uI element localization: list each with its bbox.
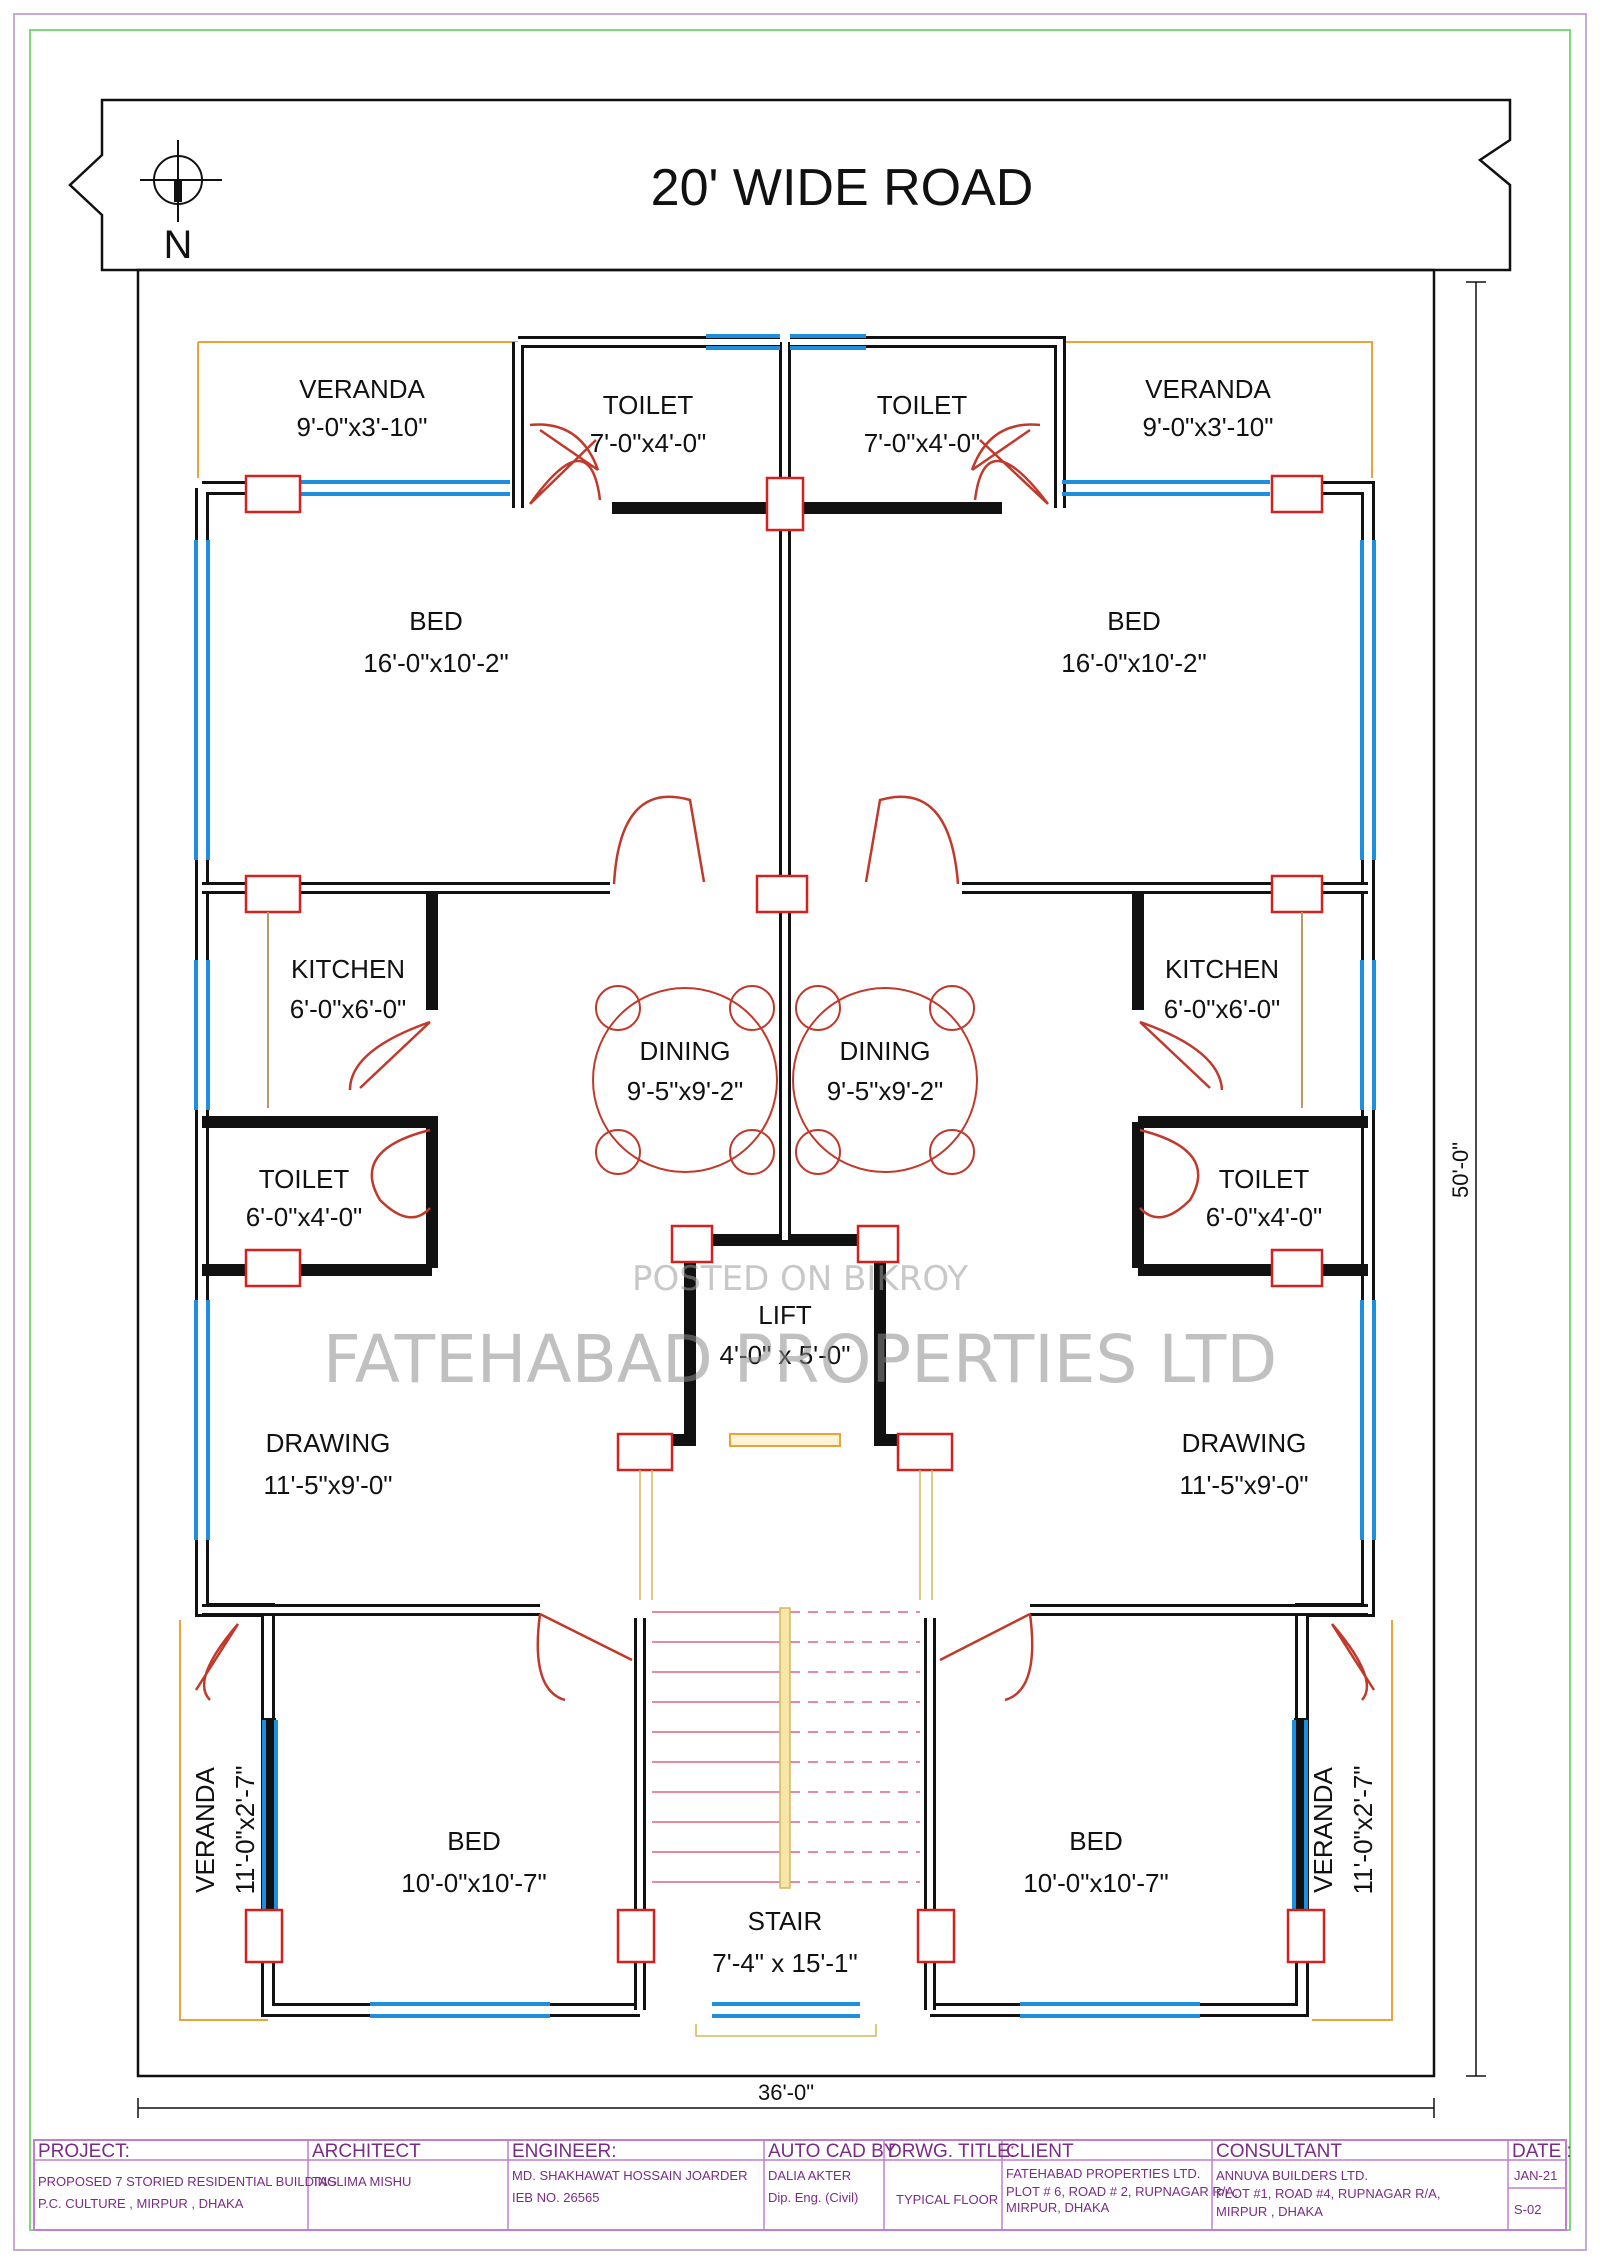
door-swings	[194, 423, 1376, 1702]
lift-name: LIFT	[758, 1300, 812, 1330]
client-line3: MIRPUR, DHAKA	[1006, 2200, 1110, 2215]
stair-name: STAIR	[748, 1906, 823, 1936]
depth-dimension: 50'-0"	[1448, 1142, 1473, 1198]
toilet-tr-name: TOILET	[877, 390, 968, 420]
bed-tr-name: BED	[1107, 606, 1160, 636]
client-header: CLIENT	[1006, 2141, 1074, 2162]
consultant-line3: MIRPUR , DHAKA	[1216, 2204, 1323, 2219]
kitchen-r-name: KITCHEN	[1165, 954, 1279, 984]
veranda-tr-size: 9'-0"x3'-10"	[1142, 412, 1273, 442]
dining-l-size: 9'-5"x9'-2"	[627, 1076, 744, 1106]
bed-tr-size: 16'-0"x10'-2"	[1061, 648, 1206, 678]
plot-boundary	[136, 268, 1436, 2078]
drawing-title-line1: TYPICAL FLOOR	[896, 2192, 998, 2207]
toilet-ml-name: TOILET	[259, 1164, 350, 1194]
consultant-header: CONSULTANT	[1216, 2141, 1342, 2162]
bed-bl-size: 10'-0"x10'-7"	[401, 1868, 546, 1898]
toilet-tr-size: 7'-0"x4'-0"	[864, 428, 981, 458]
client-line1: FATEHABAD PROPERTIES LTD.	[1006, 2166, 1200, 2181]
columns	[244, 474, 1326, 1964]
watermark-line2: FATEHABAD PROPERTIES LTD	[323, 1321, 1277, 1398]
architect-header: ARCHITECT	[312, 2141, 421, 2162]
title-block: PROJECT: PROPOSED 7 STORIED RESIDENTIAL …	[33, 2139, 1572, 2231]
drawing-l-size: 11'-5"x9'-0"	[263, 1470, 392, 1500]
toilet-tl-name: TOILET	[603, 390, 694, 420]
autocad-header: AUTO CAD BY	[768, 2141, 897, 2162]
date-header: DATE :	[1512, 2141, 1572, 2162]
autocad-line1: DALIA AKTER	[768, 2168, 851, 2183]
date-line1: JAN-21	[1514, 2168, 1557, 2183]
stair-treads	[639, 1470, 933, 2037]
autocad-line2: Dip. Eng. (Civil)	[768, 2190, 858, 2205]
bed-br-name: BED	[1069, 1826, 1122, 1856]
dining-r-size: 9'-5"x9'-2"	[827, 1076, 944, 1106]
engineer-line2: IEB NO. 26565	[512, 2190, 599, 2205]
client-line2: PLOT # 6, ROAD # 2, RUPNAGAR R/A,	[1006, 2184, 1238, 2199]
veranda-outlines	[179, 341, 1393, 2021]
drawing-r-size: 11'-5"x9'-0"	[1179, 1470, 1308, 1500]
project-line1: PROPOSED 7 STORIED RESIDENTIAL BUILDING	[38, 2174, 337, 2189]
dining-r-name: DINING	[840, 1036, 931, 1066]
dimension-width: 36'-0"	[137, 2080, 1435, 2118]
veranda-br-size: 11'-0"x2'-7"	[1348, 1765, 1378, 1894]
project-header: PROJECT:	[38, 2141, 130, 2162]
dining-table-right	[792, 985, 978, 1175]
windows	[194, 334, 1376, 2018]
kitchen-counters	[267, 912, 1303, 1108]
veranda-bl-name: VERANDA	[190, 1766, 220, 1892]
bed-br-size: 10'-0"x10'-7"	[1023, 1868, 1168, 1898]
dining-table-left	[592, 985, 778, 1175]
kitchen-l-name: KITCHEN	[291, 954, 405, 984]
veranda-tl-size: 9'-0"x3'-10"	[296, 412, 427, 442]
dimension-depth: 50'-0"	[1448, 281, 1486, 2077]
bed-tl-name: BED	[409, 606, 462, 636]
bed-bl-name: BED	[447, 1826, 500, 1856]
drawing-l-name: DRAWING	[266, 1428, 391, 1458]
engineer-line1: MD. SHAKHAWAT HOSSAIN JOARDER	[512, 2168, 747, 2183]
veranda-br-name: VERANDA	[1308, 1766, 1338, 1892]
toilet-tl-size: 7'-0"x4'-0"	[590, 428, 707, 458]
drawing-title-header: DRWG. TITLE:	[888, 2141, 1015, 2162]
width-dimension: 36'-0"	[758, 2080, 814, 2105]
lift-door	[729, 1433, 841, 1447]
north-label: N	[164, 223, 193, 267]
lift-size: 4'-0" x 5'-0"	[720, 1340, 851, 1370]
sheet-number: S-02	[1514, 2202, 1541, 2217]
sheet-outer-frame	[13, 13, 1587, 2251]
architect-line1: TASLIMA MISHU	[312, 2174, 411, 2189]
toilet-mr-name: TOILET	[1219, 1164, 1310, 1194]
stair-size: 7'-4" x 15'-1"	[712, 1948, 857, 1978]
consultant-line2: PLOT #1, ROAD #4, RUPNAGAR R/A,	[1216, 2186, 1440, 2201]
toilet-ml-size: 6'-0"x4'-0"	[246, 1202, 363, 1232]
drawing-r-name: DRAWING	[1182, 1428, 1307, 1458]
veranda-tr-name: VERANDA	[1145, 374, 1271, 404]
project-line2: P.C. CULTURE , MIRPUR , DHAKA	[38, 2196, 244, 2211]
north-arrow-icon: N	[140, 140, 222, 267]
kitchen-l-size: 6'-0"x6'-0"	[290, 994, 407, 1024]
bed-tl-size: 16'-0"x10'-2"	[363, 648, 508, 678]
road-title: 20' WIDE ROAD	[651, 159, 1034, 217]
engineer-header: ENGINEER:	[512, 2141, 617, 2162]
kitchen-r-size: 6'-0"x6'-0"	[1164, 994, 1281, 1024]
consultant-line1: ANNUVA BUILDERS LTD.	[1216, 2168, 1368, 2183]
room-labels: VERANDA 9'-0"x3'-10" TOILET 7'-0"x4'-0" …	[190, 374, 1378, 1978]
toilet-mr-size: 6'-0"x4'-0"	[1206, 1202, 1323, 1232]
watermark-line1: POSTED ON BIKROY	[632, 1259, 968, 1299]
veranda-bl-size: 11'-0"x2'-7"	[230, 1765, 260, 1894]
veranda-tl-name: VERANDA	[299, 374, 425, 404]
road-banner: 20' WIDE ROAD	[68, 98, 1512, 272]
dining-l-name: DINING	[640, 1036, 731, 1066]
